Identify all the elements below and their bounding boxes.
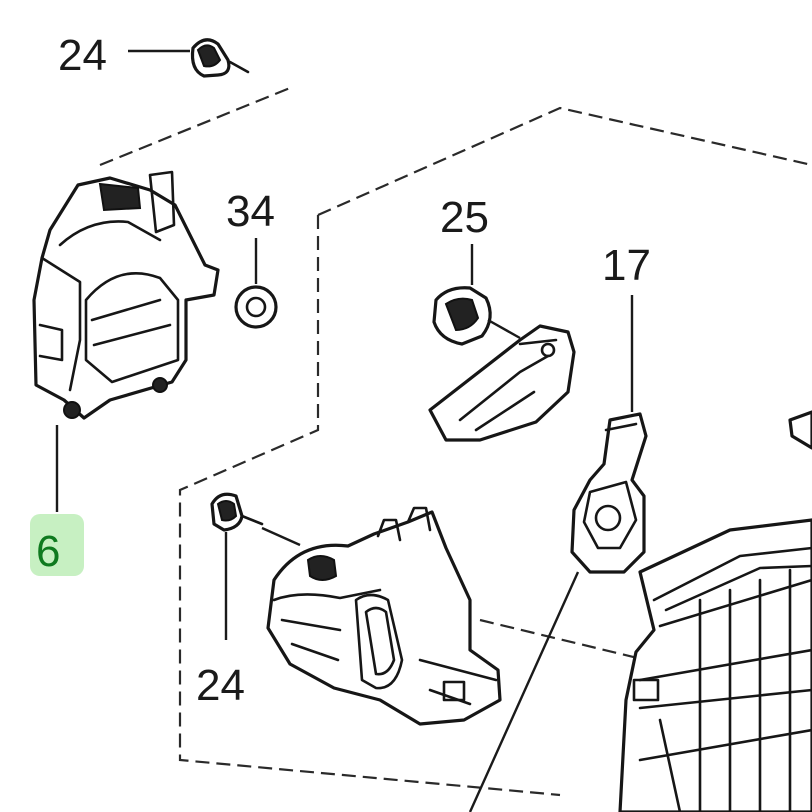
- callout-17[interactable]: 17: [602, 241, 651, 290]
- leader-25-bracket: [487, 318, 521, 340]
- bracket-part[interactable]: [428, 324, 576, 442]
- leader-24-bottom-part: [261, 526, 301, 547]
- bolt-part-bottom[interactable]: [210, 492, 264, 532]
- actuator-part-6[interactable]: [32, 170, 220, 420]
- nut-part-34[interactable]: [234, 285, 278, 329]
- callout-24-bottom[interactable]: 24: [196, 661, 245, 710]
- motor-assembly[interactable]: [266, 506, 502, 726]
- sensor-part-17[interactable]: [570, 412, 648, 574]
- callout-24-top[interactable]: 24: [58, 31, 107, 80]
- callout-6-highlight: [30, 514, 84, 576]
- callout-34[interactable]: 34: [226, 187, 275, 236]
- grommet-part-25[interactable]: [432, 286, 492, 346]
- housing-assembly[interactable]: [618, 410, 812, 812]
- assembly-boundary: [99, 86, 812, 797]
- leader-17-down: [468, 571, 580, 812]
- callout-25[interactable]: 25: [440, 193, 489, 242]
- bolt-part-top[interactable]: [190, 38, 250, 78]
- callout-6[interactable]: 6: [36, 527, 60, 576]
